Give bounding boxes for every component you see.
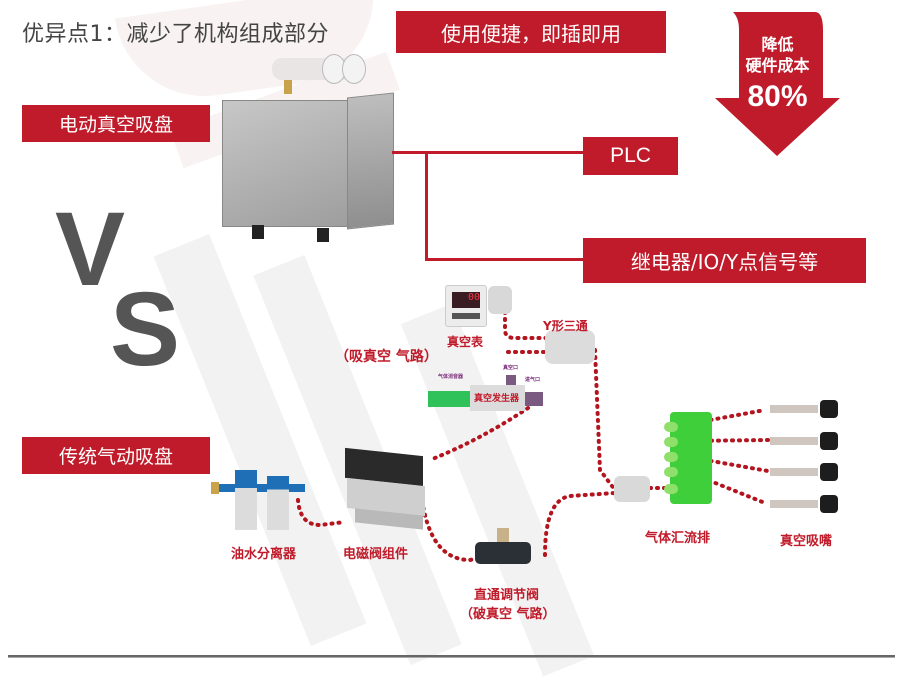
inline-adjusting-valve	[475, 528, 531, 570]
cost-line2: 硬件成本	[745, 56, 810, 75]
electric-label: 电动真空吸盘	[22, 105, 210, 142]
relay-io-text: 继电器/IO/Y点信号等	[630, 250, 819, 274]
vs-letter-v: V	[55, 191, 126, 308]
tube-separator-to-solenoid	[296, 498, 347, 528]
tube-y-down	[593, 348, 617, 492]
break-path-label: （破真空 气路）	[460, 607, 556, 622]
suction-path-label: （吸真空 气路）	[335, 349, 438, 365]
suction-nozzle-label: 真空吸嘴	[780, 534, 833, 549]
gauge-elbow-fitting	[488, 286, 512, 314]
tagline-text: 使用便捷，即插即用	[441, 21, 621, 46]
relay-io-badge: 继电器/IO/Y点信号等	[583, 238, 866, 283]
traditional-label-text: 传统气动吸盘	[58, 446, 173, 468]
electric-label-text: 电动真空吸盘	[58, 114, 173, 136]
cost-line1: 降低	[761, 35, 794, 54]
suction-nozzle	[770, 463, 840, 481]
vacuum-generator	[428, 375, 543, 411]
solenoid-valve-group	[345, 447, 425, 530]
suction-nozzle	[770, 400, 840, 418]
manifold-label: 气体汇流排	[645, 531, 711, 546]
y-fitting-2	[614, 476, 650, 502]
vacuum-port-sublabel: 真空口	[503, 365, 519, 371]
y-fitting-label: Y形三通	[543, 319, 588, 333]
connector-line	[425, 151, 428, 261]
vs-letter-s: S	[110, 271, 181, 388]
cost-value: 80%	[747, 80, 808, 113]
tube-valve-up	[543, 491, 617, 557]
traditional-label: 传统气动吸盘	[22, 437, 210, 474]
electric-vacuum-device	[222, 54, 394, 242]
vacuum-gauge: 00	[445, 285, 487, 327]
vacuum-gauge-label: 真空表	[447, 335, 484, 349]
connector-line	[392, 151, 587, 154]
tagline-badge: 使用便捷，即插即用	[396, 11, 666, 53]
down-arrow-icon	[715, 12, 840, 156]
inline-valve-label: 直通调节阀	[474, 588, 540, 603]
oil-water-separator-label: 油水分离器	[231, 547, 297, 562]
oil-water-separator	[211, 470, 305, 535]
page-title: 优异点1：减少了机构组成部分	[22, 22, 329, 47]
gas-manifold	[664, 412, 712, 504]
tube-gauge-to-y	[503, 310, 550, 340]
y-fitting	[545, 330, 595, 364]
solenoid-valve-label: 电磁阀组件	[343, 547, 409, 562]
connector-line	[425, 258, 587, 261]
silencer-sublabel: 气体消音器	[438, 374, 464, 380]
tube-generator-to-solenoid	[428, 406, 530, 462]
plc-badge: PLC	[583, 137, 678, 175]
divider-line	[8, 655, 895, 658]
inlet-port-sublabel: 进气口	[525, 377, 541, 383]
suction-nozzle	[770, 495, 840, 513]
plc-text: PLC	[610, 144, 651, 167]
vacuum-generator-label: 真空发生器	[474, 394, 520, 404]
tube-solenoid-to-valve	[418, 478, 480, 563]
suction-nozzle	[770, 432, 840, 450]
